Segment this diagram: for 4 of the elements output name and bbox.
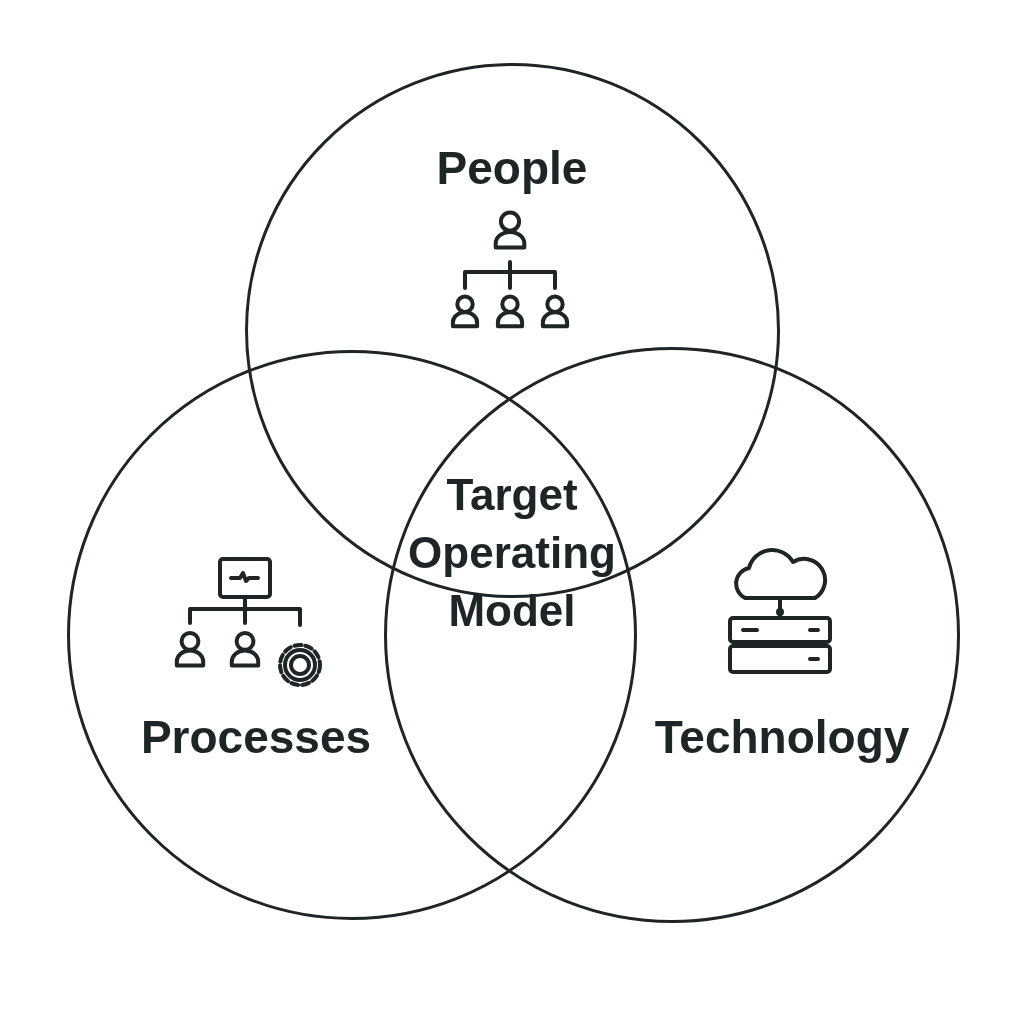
circle-title: Technology (654, 710, 910, 764)
circle-title: Processes (140, 710, 372, 764)
center-label: Target Operating Model (407, 469, 617, 637)
circle-title: People (436, 141, 588, 195)
